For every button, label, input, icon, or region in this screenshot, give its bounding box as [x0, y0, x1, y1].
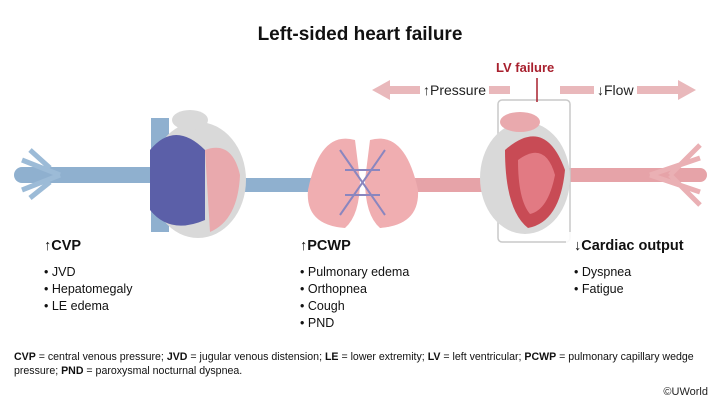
footnote-term: PND	[61, 365, 83, 377]
list-item: Fatigue	[574, 281, 700, 298]
panel-cardiac-output: ↓Cardiac output Dyspnea Fatigue	[566, 232, 708, 344]
panel-pcwp-list: Pulmonary edema Orthopnea Cough PND	[300, 264, 428, 332]
copyright-credit: ©UWorld	[663, 386, 708, 398]
lv-failure-label: LV failure	[496, 60, 554, 75]
panel-pcwp-heading: ↑PCWP	[300, 238, 428, 254]
footnote-term: LV	[428, 351, 441, 363]
panel-cvp-list: JVD Hepatomegaly LE edema	[44, 264, 154, 315]
list-item: PND	[300, 315, 428, 332]
footnote-def: = left ventricular;	[440, 351, 524, 363]
footnote-def: = lower extremity;	[339, 351, 428, 363]
diagram-title: Left-sided heart failure	[0, 24, 720, 46]
left-heart-image	[480, 112, 570, 234]
list-item: Cough	[300, 298, 428, 315]
panel-output-heading: ↓Cardiac output	[574, 238, 700, 254]
footnote-def: = jugular venous distension;	[187, 351, 325, 363]
list-item: Dyspnea	[574, 264, 700, 281]
list-item: JVD	[44, 264, 154, 281]
lungs-image	[308, 139, 418, 228]
panel-cvp: ↑CVP JVD Hepatomegaly LE edema	[36, 232, 162, 344]
footnote-term: PCWP	[524, 351, 556, 363]
footnote-term: JVD	[167, 351, 188, 363]
pressure-label: ↑Pressure	[420, 82, 489, 98]
list-item: Pulmonary edema	[300, 264, 428, 281]
footnote-def: = paroxysmal nocturnal dyspnea.	[83, 365, 242, 377]
list-item: Hepatomegaly	[44, 281, 154, 298]
footnote-term: CVP	[14, 351, 36, 363]
panel-output-list: Dyspnea Fatigue	[574, 264, 700, 298]
footnote-term: LE	[325, 351, 339, 363]
footnote-def: = central venous pressure;	[36, 351, 167, 363]
panel-cvp-heading: ↑CVP	[44, 238, 154, 254]
list-item: Orthopnea	[300, 281, 428, 298]
abbreviations-footnote: CVP = central venous pressure; JVD = jug…	[14, 350, 714, 378]
panel-pcwp: ↑PCWP Pulmonary edema Orthopnea Cough PN…	[292, 232, 436, 344]
list-item: LE edema	[44, 298, 154, 315]
flow-label: ↓Flow	[594, 82, 637, 98]
